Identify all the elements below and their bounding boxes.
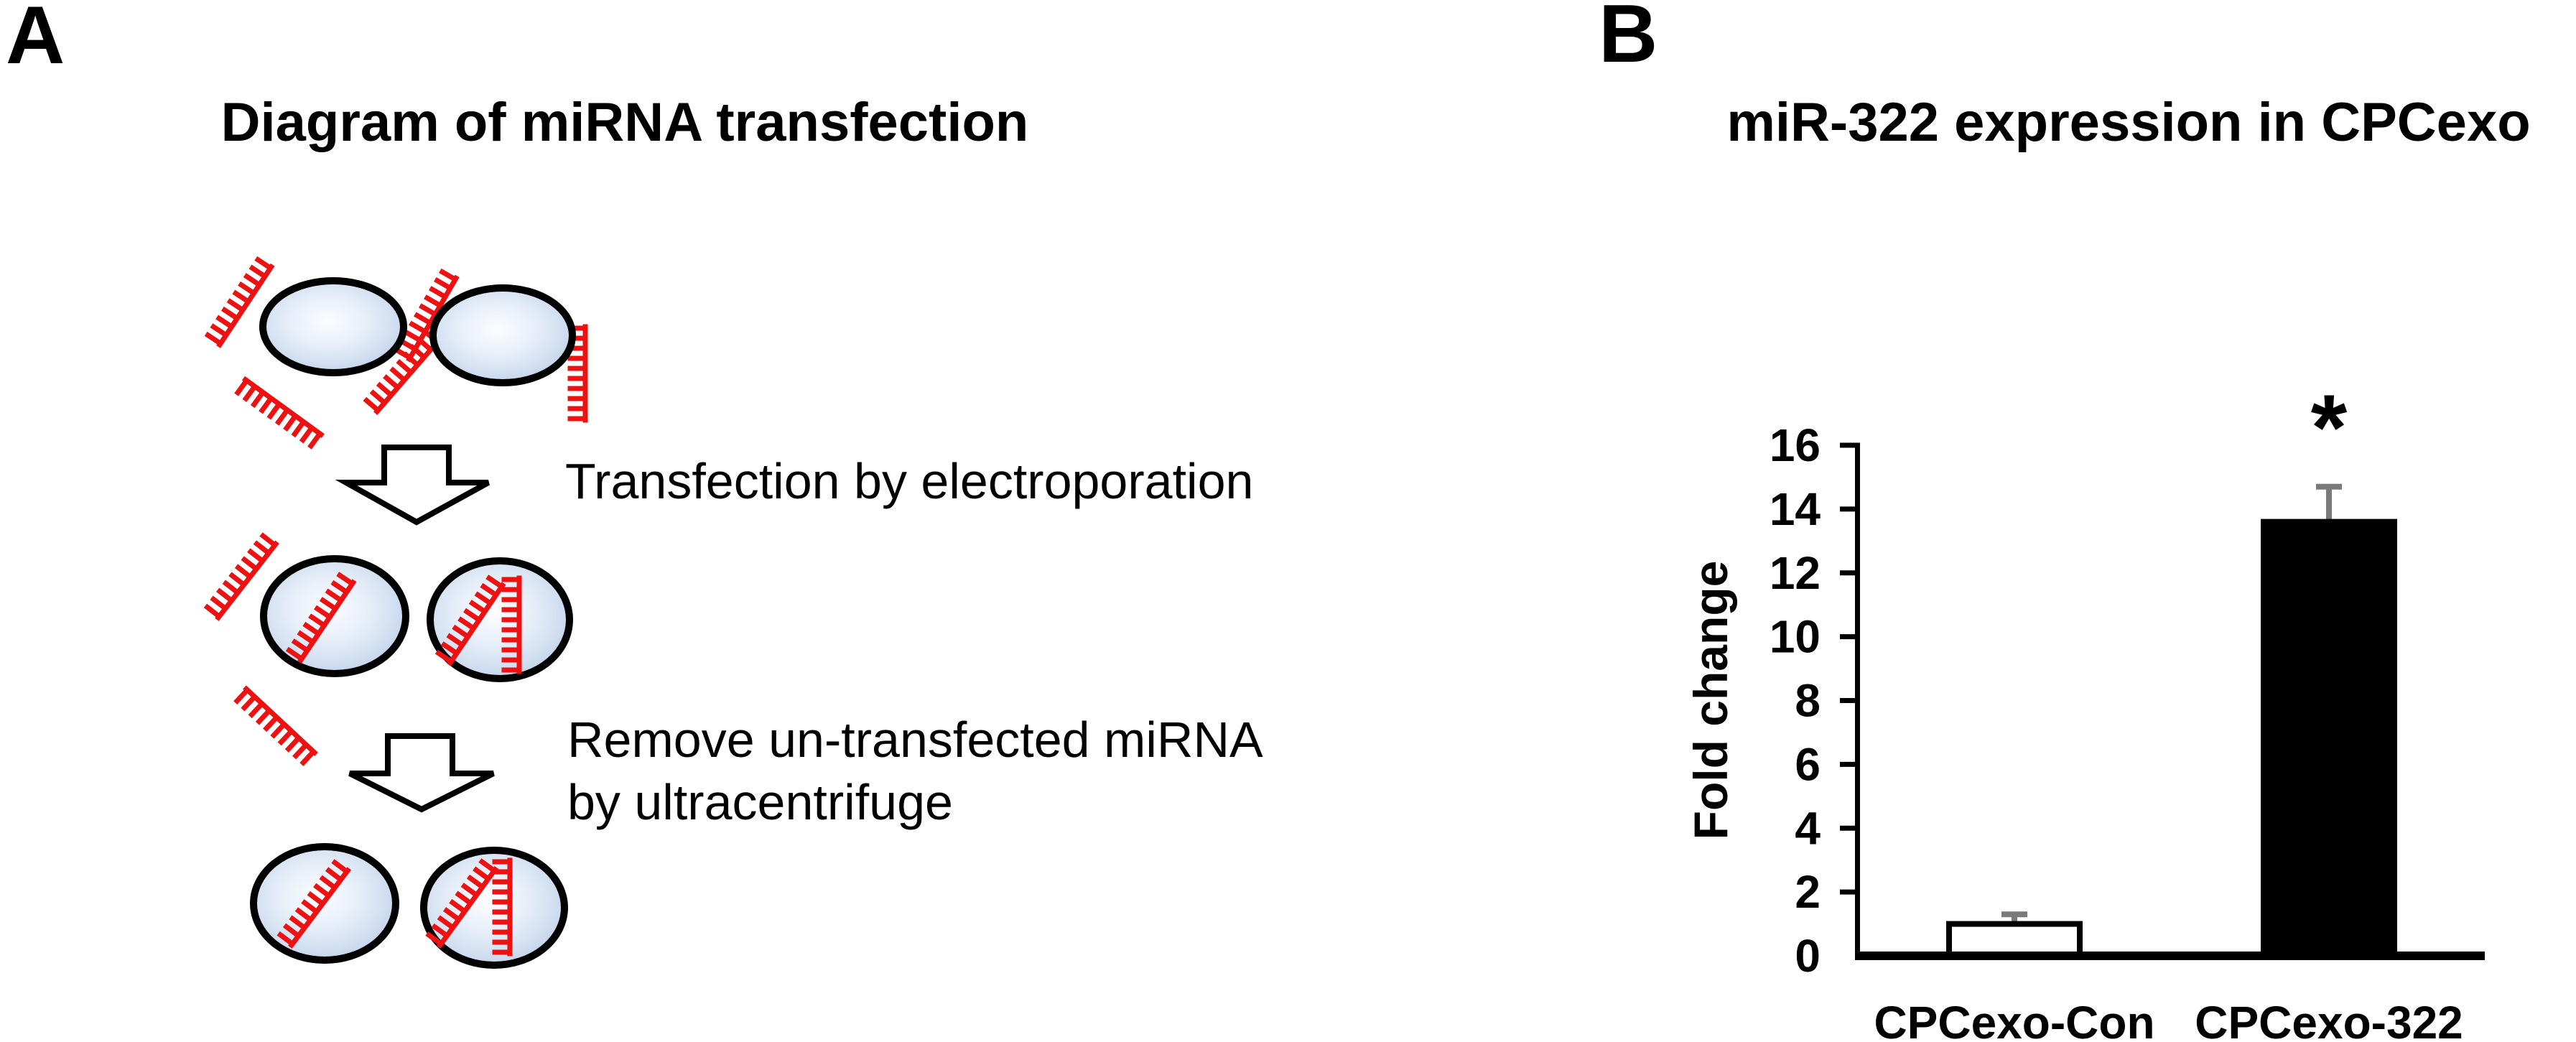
y-tick-label: 6 (1795, 738, 1821, 790)
x-category-label: CPCexo-Con (1874, 997, 2154, 1042)
down-arrow-icon (335, 445, 490, 526)
y-tick-label: 8 (1795, 675, 1821, 727)
y-tick-label: 12 (1770, 547, 1821, 599)
cell-icon (260, 555, 409, 677)
bar-2 (2261, 518, 2397, 959)
cell-icon (259, 277, 407, 376)
cells-before-transfection (207, 259, 585, 447)
step2-text-line2: by ultracentrifuge (567, 774, 953, 830)
cell-icon (427, 557, 573, 682)
cell-icon (429, 284, 576, 386)
y-axis-label: Fold change (1684, 561, 1737, 840)
panel-b-label: B (1599, 0, 1657, 80)
down-arrow-icon (348, 733, 495, 813)
x-category-label: CPCexo-322 (2195, 997, 2463, 1042)
y-tick-label: 0 (1795, 930, 1821, 982)
bar-1 (1946, 921, 2083, 959)
mirna-strand-icon (236, 689, 315, 763)
mirna-strand-icon (236, 380, 321, 447)
y-tick-label: 2 (1795, 866, 1821, 918)
panel-a-diagram: A Diagram of miRNA transfection Transfec… (6, 0, 1263, 969)
x-axis-line (1855, 952, 2485, 960)
y-tick-label: 16 (1770, 419, 1821, 471)
cells-after-transfection (206, 535, 573, 764)
y-tick-label: 4 (1795, 802, 1821, 854)
significance-star: * (2311, 375, 2348, 480)
y-axis-line (1855, 443, 1860, 960)
y-tick-label: 14 (1770, 483, 1821, 535)
cells-after-ultracentrifuge (250, 843, 568, 969)
chart-title: miR-322 expression in CPCexo (1726, 92, 2530, 153)
panel-b-chart: B miR-322 expression in CPCexo Fold chan… (1599, 0, 2531, 1042)
panel-a-label: A (6, 0, 65, 81)
y-tick-label: 10 (1770, 611, 1821, 663)
step2-text-line1: Remove un-transfected miRNA (567, 712, 1263, 768)
cell-icon (420, 847, 568, 969)
panel-a-title: Diagram of miRNA transfection (221, 92, 1029, 153)
step1-text: Transfection by electroporation (565, 453, 1253, 509)
